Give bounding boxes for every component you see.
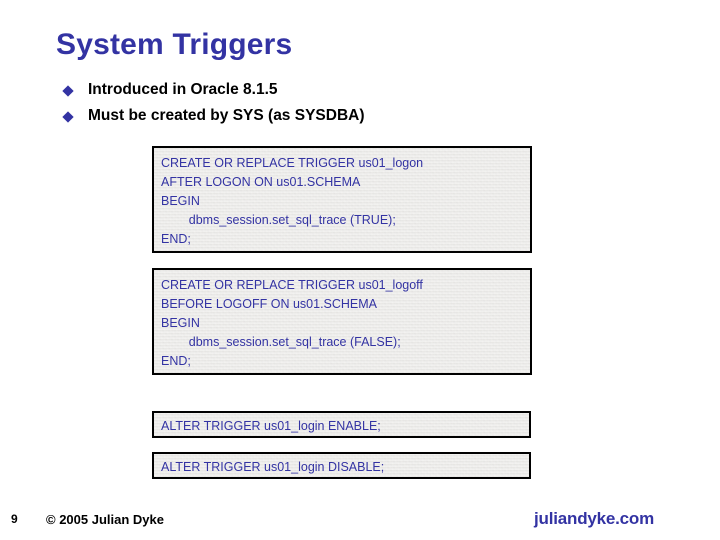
code-line: BEGIN — [161, 316, 200, 330]
page-number: 9 — [11, 512, 18, 526]
diamond-bullet-icon — [62, 105, 88, 128]
code-line: BEFORE LOGOFF ON us01.SCHEMA — [161, 297, 378, 311]
code-line: END; — [161, 354, 191, 368]
code-line: CREATE OR REPLACE TRIGGER us01_logon — [161, 156, 424, 170]
list-item: Introduced in Oracle 8.1.5 — [62, 79, 624, 102]
list-item: Must be created by SYS (as SYSDBA) — [62, 105, 624, 128]
code-line: END; — [161, 232, 191, 246]
code-block-alter-enable: ALTER TRIGGER us01_login ENABLE; — [152, 411, 531, 438]
bullet-list: Introduced in Oracle 8.1.5 Must be creat… — [62, 79, 624, 131]
code-block-alter-disable: ALTER TRIGGER us01_login DISABLE; — [152, 452, 531, 479]
code-line: CREATE OR REPLACE TRIGGER us01_logoff — [161, 278, 423, 292]
code-line: AFTER LOGON ON us01.SCHEMA — [161, 175, 361, 189]
code-line: BEGIN — [161, 194, 200, 208]
diamond-bullet-icon — [62, 79, 88, 102]
code-block-logon-trigger: CREATE OR REPLACE TRIGGER us01_logon AFT… — [152, 146, 532, 253]
bullet-text: Introduced in Oracle 8.1.5 — [88, 81, 278, 98]
brand-logo: juliandyke.com — [534, 509, 655, 528]
code-block-logoff-trigger: CREATE OR REPLACE TRIGGER us01_logoff BE… — [152, 268, 532, 375]
code-line: ALTER TRIGGER us01_login ENABLE; — [161, 419, 381, 433]
code-line: dbms_session.set_sql_trace (TRUE); — [161, 213, 396, 227]
page-title: System Triggers — [56, 28, 293, 61]
code-line: dbms_session.set_sql_trace (FALSE); — [161, 335, 401, 349]
copyright-notice: © 2005 Julian Dyke — [46, 512, 164, 527]
bullet-text: Must be created by SYS (as SYSDBA) — [88, 107, 365, 124]
code-line: ALTER TRIGGER us01_login DISABLE; — [161, 460, 385, 474]
